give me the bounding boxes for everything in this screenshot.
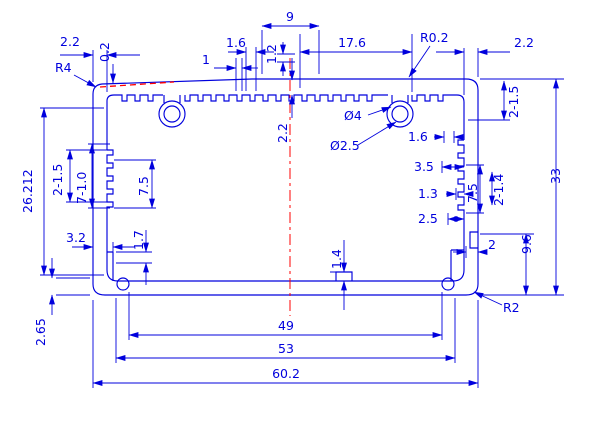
dim-label-right-slots: 2-1.4 xyxy=(491,174,506,206)
dim-label-top-right-span: 17.6 xyxy=(338,35,366,50)
boss-left-outer-circle xyxy=(158,100,186,128)
boss-right-outer-circle xyxy=(386,100,414,128)
leader-line xyxy=(408,45,431,78)
bottom-center-rib xyxy=(335,271,353,281)
ext-line xyxy=(66,143,110,209)
dim-label-bottom-rib: 1.4 xyxy=(329,249,344,269)
boss-left-neck xyxy=(163,95,181,103)
dim-label-bottom-wall: 2.65 xyxy=(33,318,48,346)
dim-label-overall-height: 33 xyxy=(548,168,563,184)
dim-label-tooth-gap: 1.6 xyxy=(226,35,246,50)
dim-label-left-slots-b: 7-1.0 xyxy=(74,172,89,204)
top-slope-reference-line xyxy=(99,81,175,88)
profile-geometry xyxy=(92,78,479,296)
leader-line xyxy=(73,74,97,88)
leader-line xyxy=(357,121,397,146)
ext-line xyxy=(114,159,156,209)
dim-label-center-wall: 2.2 xyxy=(275,123,290,143)
dim-label-left-groove-span: 7.5 xyxy=(136,176,151,196)
dim-label-right-groove-b: 1.3 xyxy=(418,186,438,201)
ext-line xyxy=(116,251,152,264)
bottom-screw-channel-right xyxy=(441,277,455,291)
profile-right-wall-grooves xyxy=(452,139,465,282)
leader-line xyxy=(367,106,392,116)
dim-label-top-right-wall: 2.2 xyxy=(514,35,534,50)
dim-label-top-slope: 0.2 xyxy=(97,42,112,62)
dim-label-overall-width: 60.2 xyxy=(272,366,300,381)
profile-inner-top-right-teeth xyxy=(411,94,465,140)
profile-inner-top-mid-teeth xyxy=(184,94,388,102)
dim-label-r2: R2 xyxy=(503,300,520,315)
leader-line xyxy=(473,291,503,306)
right-wall-notch xyxy=(469,231,478,249)
dim-label-top-center: 9 xyxy=(286,9,294,24)
centerlines xyxy=(99,58,291,316)
ext-line xyxy=(235,58,243,91)
ext-line xyxy=(245,47,257,91)
ext-line xyxy=(92,300,479,388)
profile-outer-outline xyxy=(92,78,479,296)
boss-left-hole-circle xyxy=(163,105,181,123)
dim-label-right-step: 2 xyxy=(488,237,496,252)
screw-boss-right xyxy=(386,95,414,128)
dim-label-mid-width: 53 xyxy=(278,341,294,356)
dim-label-left-height: 26.212 xyxy=(20,169,35,213)
ext-line xyxy=(463,48,479,95)
dimension-labels: 2.2 0.2 R4 1.6 1 9 1.2 17.6 R0.2 2.2 2-1… xyxy=(20,9,563,381)
ext-line xyxy=(115,298,456,363)
dim-label-boss-hole-dia: Ø2.5 xyxy=(330,138,360,153)
screw-boss-left xyxy=(158,95,186,128)
boss-right-hole-circle xyxy=(391,105,409,123)
dim-label-r4: R4 xyxy=(55,60,72,75)
profile-inner-top-left-teeth xyxy=(106,94,163,150)
dim-label-right-boss-offset: 1.6 xyxy=(408,129,428,144)
dim-label-boss-outer-dia: Ø4 xyxy=(344,108,362,123)
dim-label-inner-width: 49 xyxy=(278,318,294,333)
bottom-left-rib xyxy=(107,251,114,281)
ext-line xyxy=(128,292,443,340)
dim-label-right-lower-height: 9.6 xyxy=(519,234,534,254)
boss-right-neck xyxy=(391,95,409,103)
dim-label-left-step: 3.2 xyxy=(66,230,86,245)
ext-line xyxy=(299,34,413,92)
dim-label-left-slots-a: 2-1.5 xyxy=(50,164,65,196)
profile-left-wall-grooves xyxy=(106,149,119,282)
ext-line xyxy=(443,131,455,143)
dim-label-tooth-width: 1 xyxy=(202,52,210,67)
ext-line xyxy=(56,277,90,296)
dimension-lines xyxy=(40,23,564,388)
dim-label-r0-2: R0.2 xyxy=(420,30,449,45)
dim-label-left-rib: 1.7 xyxy=(131,230,146,250)
dim-label-right-groove-span: 7.5 xyxy=(465,183,480,203)
bottom-screw-channel-left xyxy=(116,277,130,291)
dim-label-right-groove-a: 3.5 xyxy=(414,159,434,174)
dim-label-tooth-height: 1.2 xyxy=(264,44,279,64)
dim-label-right-top-slots: 2-1.5 xyxy=(506,86,521,118)
dim-label-top-left-wall: 2.2 xyxy=(60,34,80,49)
dim-label-right-groove-c: 2.5 xyxy=(418,211,438,226)
